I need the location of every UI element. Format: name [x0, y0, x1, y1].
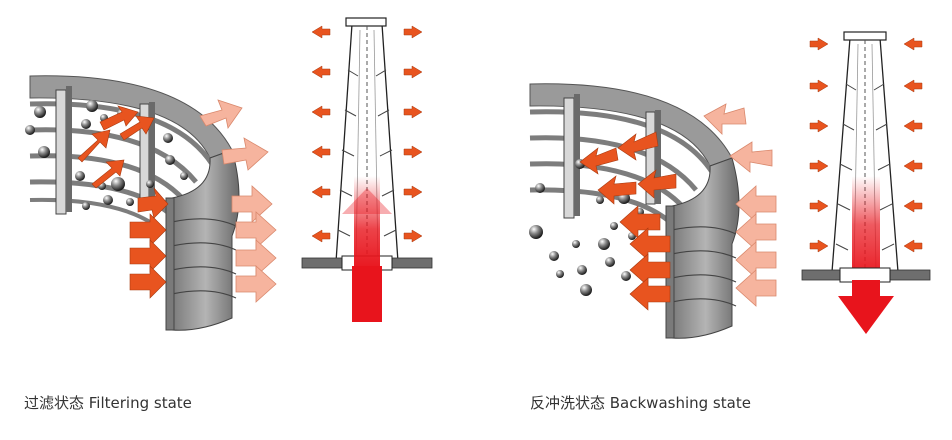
backwashing-state-caption: 反冲洗状态 Backwashing state — [530, 394, 751, 412]
backwashing-inner-flow-arrows — [579, 131, 677, 311]
backwashing-particles — [529, 159, 644, 296]
backwashing-element — [801, 31, 931, 334]
filtering-inner-flow-arrows — [77, 105, 155, 189]
backwashing-element-side-arrows — [809, 37, 923, 253]
filtering-outflow-arrows — [129, 99, 277, 303]
filtering-state-caption: 过滤状态 Filtering state — [24, 394, 192, 412]
backwashing-inflow-arrows — [703, 103, 777, 307]
filtering-element-side-arrows — [311, 25, 423, 243]
filtering-element — [301, 17, 433, 322]
